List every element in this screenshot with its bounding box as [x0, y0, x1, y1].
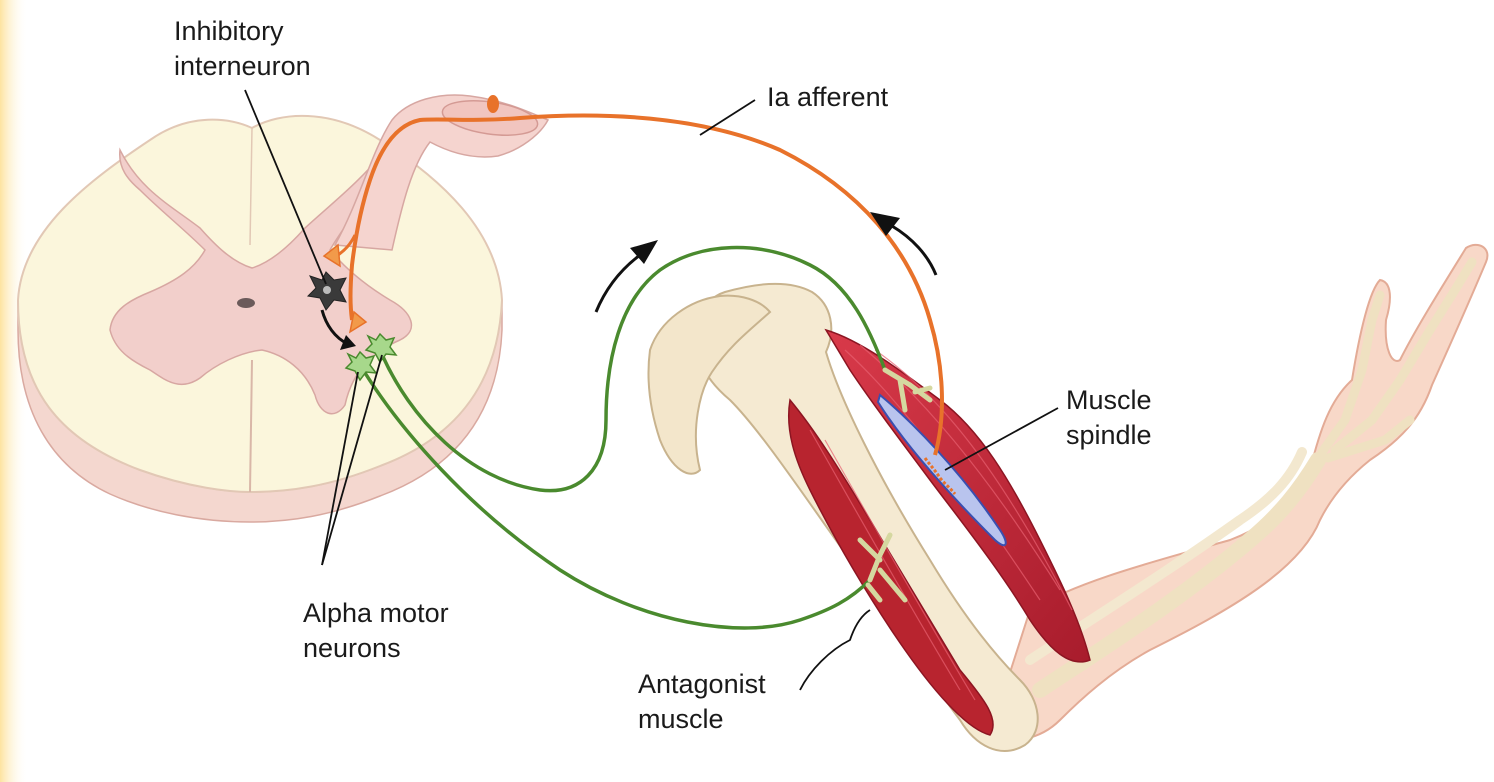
- direction-arrowhead-afferent: [870, 212, 900, 236]
- central-canal: [237, 298, 255, 308]
- muscle-spindle-label-line1: Muscle: [1066, 383, 1152, 418]
- antagonist-muscle-label: Antagonist muscle: [638, 667, 766, 737]
- ia-afferent-label-text: Ia afferent: [767, 80, 888, 115]
- antagonist-muscle-label-line1: Antagonist: [638, 667, 766, 702]
- arm: [648, 245, 1487, 751]
- alpha-motor-neurons-label-line2: neurons: [303, 631, 449, 666]
- muscle-spindle-label-line2: spindle: [1066, 418, 1152, 453]
- alpha-motor-neurons-label-line1: Alpha motor: [303, 596, 449, 631]
- afferent-cell-body: [487, 95, 499, 113]
- ia-afferent-label: Ia afferent: [767, 80, 888, 115]
- left-edge-glow: [0, 0, 28, 782]
- direction-arrow-motor: [596, 255, 640, 312]
- inhibitory-interneuron-label-line1: Inhibitory: [174, 14, 311, 49]
- leader-antagonist: [800, 610, 870, 690]
- inhibitory-interneuron-label: Inhibitory interneuron: [174, 14, 311, 84]
- inhibitory-interneuron-label-line2: interneuron: [174, 49, 311, 84]
- leader-afferent: [700, 100, 755, 135]
- muscle-spindle-label: Muscle spindle: [1066, 383, 1152, 453]
- spinal-cord: [18, 95, 548, 522]
- antagonist-muscle-label-line2: muscle: [638, 702, 766, 737]
- alpha-motor-neurons-label: Alpha motor neurons: [303, 596, 449, 666]
